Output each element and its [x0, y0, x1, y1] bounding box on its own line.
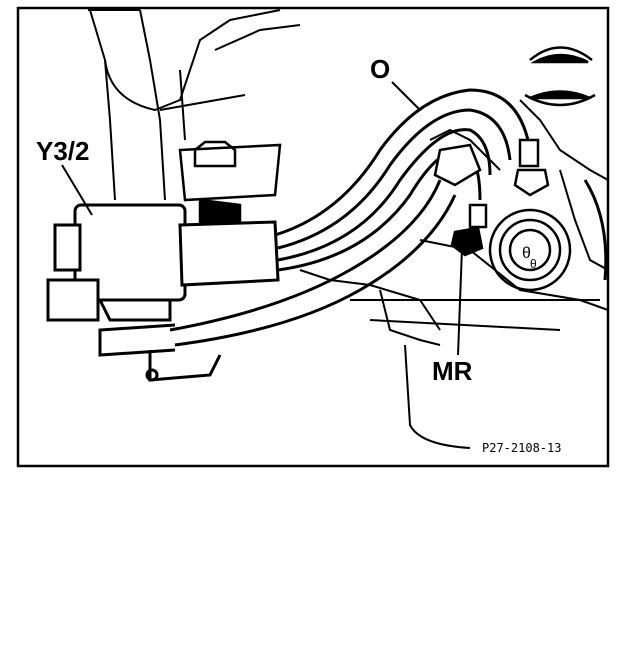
line-fittings	[433, 138, 550, 257]
svg-text:θ: θ	[522, 245, 531, 262]
engine-body	[88, 9, 609, 346]
figure-border	[16, 6, 610, 468]
bracket-bolt	[178, 140, 282, 227]
solenoid-label: Y3/2	[36, 136, 90, 166]
flexible-hose	[98, 179, 457, 382]
pressure-point-label: MR	[432, 356, 473, 386]
figure-reference: P27-2108-13	[482, 441, 561, 455]
lines-label: O	[370, 54, 390, 84]
cam-segments	[524, 46, 596, 107]
svg-text:θ: θ	[530, 257, 537, 271]
oil-port-fitting: θ θ	[488, 179, 608, 292]
leader-lines	[61, 81, 471, 449]
solenoid-valve-body	[46, 203, 280, 322]
